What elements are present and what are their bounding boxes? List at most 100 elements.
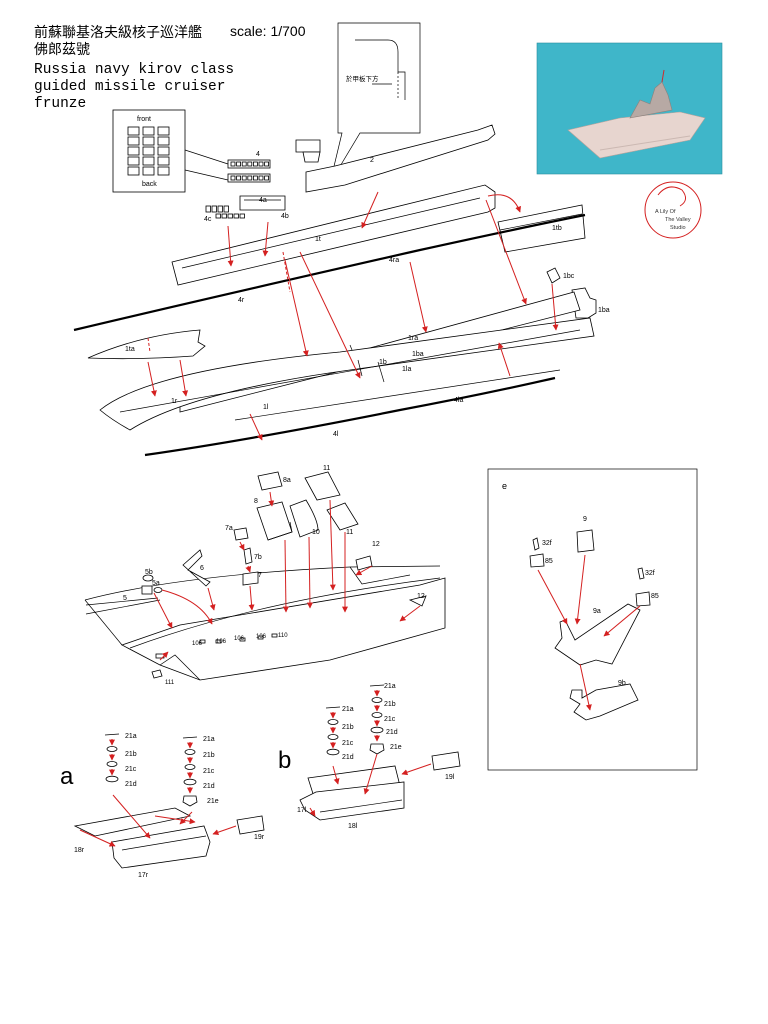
hull-arrows [147,191,559,441]
logo-line2: The Valley [665,217,691,223]
group-b-label: 21a [342,706,354,713]
part-4c-piece [211,205,217,213]
inset-cells [127,126,170,176]
deck-label: 111 [165,680,175,686]
hull-label: 1bc [563,273,575,280]
part-4c-pieces [205,205,245,219]
turret-stack-a2 [182,736,198,807]
hull-label: 1b [379,359,387,366]
group-a: a 21a 21a 21b 21b 21c 21c 21d 21d 21e 19… [60,733,265,879]
logo-line3: Studio [670,225,686,231]
group-a-label: 17r [138,872,149,879]
stack-piece [370,726,384,734]
title-cjk-line2: 佛郎茲號 [34,42,90,58]
inset-back-label: back [142,181,157,188]
stack-piece [104,733,120,736]
strip-cell [236,161,242,167]
inset-cell [127,136,140,146]
hull-label: 4la [454,397,463,404]
inset-grid: front back [112,109,229,193]
group-b-label: 21c [342,740,354,747]
hull-label: 1ra [408,335,418,342]
inset-cell [127,156,140,166]
title-en-line3: frunze [34,96,86,112]
stack-piece [106,746,118,752]
deck-label: 11 [323,465,330,472]
turret-stack-a1 [104,733,120,783]
deck-label: 7b [254,554,262,561]
inset-cell [142,166,155,176]
group-b-label: 21d [342,754,354,761]
deck-label: 11 [346,529,353,536]
section-letter-b: b [278,747,291,774]
stack-piece [325,706,341,709]
inset-cell [157,126,170,136]
deck-label: 5b [145,569,153,576]
part-4c-piece [215,213,221,219]
stack-piece [369,684,385,687]
deck-label: 5 [123,595,127,602]
inset-cell [127,146,140,156]
hull-label: 1l [263,404,269,411]
hull-label: 4ra [389,257,399,264]
stack-piece [327,734,339,740]
stack-piece [184,764,196,770]
hull-label: 1r [171,398,178,405]
inset-cell [127,126,140,136]
inset-cell [157,136,170,146]
model-photo [536,42,723,175]
turret-stack-b2 [369,684,385,755]
deck-label: 106 [234,636,245,642]
stack-piece [182,736,198,739]
deck-label: 106 [256,634,267,640]
inset-cell [142,126,155,136]
deck-label: 106 [192,641,203,647]
group-a-label: 21c [203,768,215,775]
group-b-label: 18l [348,823,358,830]
strip-cell [230,161,236,167]
group-b-label: 21b [384,701,396,708]
stack-piece [369,743,385,755]
hull-label: 1tb [552,225,562,232]
inset-front-label: front [137,116,151,123]
part-4c-piece [217,205,223,213]
group-a-label: 21d [203,783,215,790]
hull-label: 4a [259,197,267,204]
callout-box: 於甲板下方 [329,22,421,184]
studio-logo: A Lily Of The Valley Studio [644,181,702,239]
stack-piece [183,778,197,786]
group-b-label: 17l [297,807,307,814]
title-cjk-line1: 前蘇聯基洛夫級核子巡洋艦 [34,24,202,41]
strip-cell [241,161,247,167]
hull-label: 4 [256,151,260,158]
title-en-line1: Russia navy kirov class [34,62,234,78]
group-a-label: 21b [203,752,215,759]
part-4c-piece [239,213,245,219]
group-a-label: 21b [125,751,137,758]
stack-piece [371,712,383,718]
part-4c-piece [221,213,227,219]
group-b-label: 21c [384,716,396,723]
group-e: e 9 32f 85 32f 85 9a 9b [487,468,698,771]
group-a-label: 19r [254,834,265,841]
deck-label: 7 [258,572,262,579]
group-e-label: 9a [593,608,601,615]
hull-label: 4b [281,213,289,220]
hull-label: 4c [204,216,212,223]
deck-label: 10 [312,529,320,536]
callout-note: 於甲板下方 [346,74,379,83]
strip-cell [264,161,270,167]
deck-label: 12 [372,541,380,548]
group-e-label: 9 [583,516,587,523]
strip-cells [230,161,270,181]
stack-piece [371,697,383,703]
stack-piece [182,795,198,807]
deck-arrows [153,491,421,661]
stack-piece [105,775,119,783]
inset-cell [157,146,170,156]
inset-cell [142,146,155,156]
group-e-label: 32f [542,540,552,547]
group-a-label: 21c [125,766,137,773]
turret-stack-b1 [325,706,341,756]
